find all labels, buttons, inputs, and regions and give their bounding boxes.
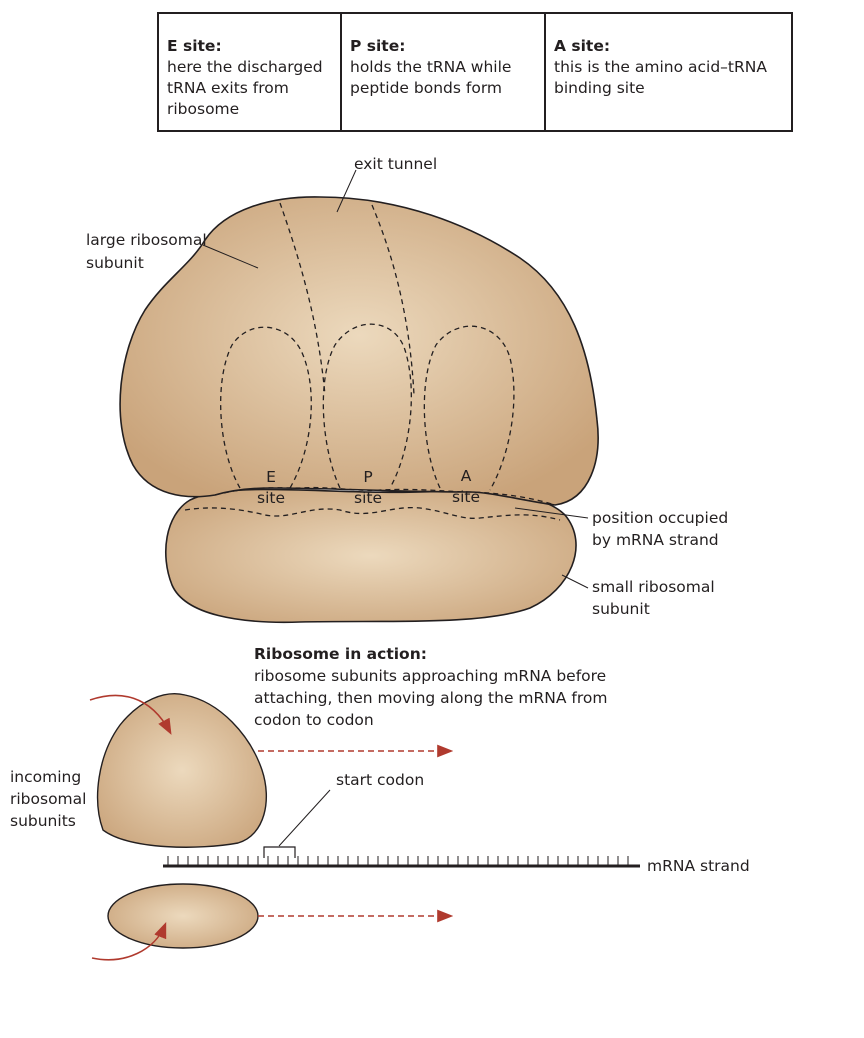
exit-tunnel-label: exit tunnel (354, 155, 437, 173)
mrna-position-label-line2: by mRNA strand (592, 531, 719, 549)
mrna-position-label-line1: position occupied (592, 509, 728, 527)
small-subunit-leader (561, 574, 589, 589)
e-site-cell: E site: here the discharged tRNA exits f… (157, 12, 342, 132)
sites-table: E site: here the discharged tRNA exits f… (157, 12, 793, 132)
small-subunit-label-line1: small ribosomal (592, 578, 715, 596)
p-site-outline (322, 323, 412, 489)
e-site-label-word: site (257, 489, 285, 507)
p-site-heading: P site: (350, 37, 406, 55)
p-site-description: holds the tRNA while peptide bonds form (350, 58, 512, 97)
large-subunit-leader (202, 244, 259, 269)
large-ribosomal-subunit (119, 196, 599, 506)
exit-tunnel-leader (336, 169, 357, 213)
small-subunit-label-line2: subunit (592, 600, 650, 618)
large-subunit-approach-arrow (89, 694, 172, 735)
a-site-cell: A site: this is the amino acid–tRNA bind… (544, 12, 793, 132)
mrna-codon-ticks (167, 856, 629, 866)
a-site-description: this is the amino acid–tRNA binding site (554, 58, 767, 97)
incoming-large-subunit (96, 693, 268, 848)
p-site-cell: P site: holds the tRNA while peptide bon… (340, 12, 546, 132)
action-caption: Ribosome in action: ribosome subunits ap… (254, 643, 607, 731)
a-site-outline (423, 325, 515, 491)
large-subunit-label-line1: large ribosomal (86, 231, 207, 249)
mrna-channel-top (214, 486, 556, 506)
incoming-label-line1: incoming (10, 768, 81, 786)
mrna-strand-label: mRNA strand (647, 857, 750, 875)
e-site-heading: E site: (167, 37, 222, 55)
incoming-label-line2: ribosomal (10, 790, 86, 808)
small-subunit-approach-arrow (91, 922, 167, 961)
e-site-label-letter: E (266, 468, 276, 486)
small-ribosomal-subunit (164, 488, 577, 624)
mrna-channel-bottom (184, 506, 561, 521)
start-codon-bracket (263, 846, 296, 858)
start-codon-leader (278, 789, 331, 847)
p-site-label-word: site (354, 489, 382, 507)
action-caption-text: ribosome subunits approaching mRNA befor… (254, 667, 608, 729)
a-site-heading: A site: (554, 37, 611, 55)
a-site-label-word: site (452, 488, 480, 506)
mrna-position-leader (514, 507, 589, 519)
action-caption-heading: Ribosome in action: (254, 645, 427, 663)
p-site-label-letter: P (363, 468, 372, 486)
large-subunit-label-line2: subunit (86, 254, 144, 272)
incoming-small-subunit (107, 883, 259, 949)
incoming-label-line3: subunits (10, 812, 76, 830)
exit-tunnel-left-edge (279, 202, 326, 396)
e-site-description: here the discharged tRNA exits from ribo… (167, 58, 323, 118)
start-codon-label: start codon (336, 771, 424, 789)
exit-tunnel-right-edge (371, 204, 415, 396)
a-site-label-letter: A (461, 467, 472, 485)
